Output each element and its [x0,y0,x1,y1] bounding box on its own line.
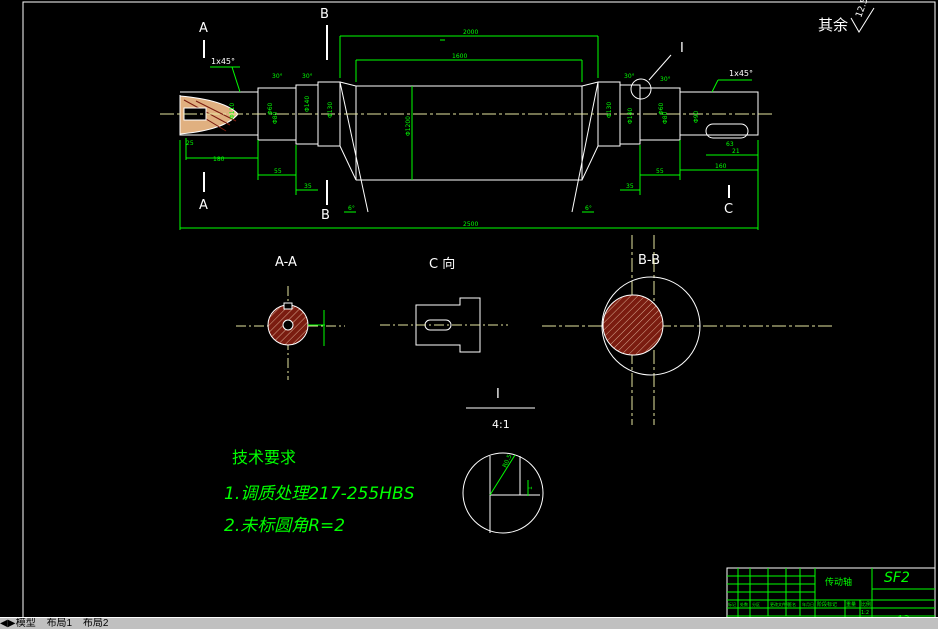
dim-left-2: 55 [274,168,282,175]
mark-i: I [680,41,684,56]
dim-left-3: 35 [304,183,312,190]
title-row-6: 年月日 [802,601,814,607]
section-aa-title: A-A [275,255,297,270]
title-scale: 比例 [861,601,871,608]
dim-journal-left: Φ80 [272,111,279,124]
detail-i: I 4:1 R0.5 1 [462,387,544,534]
dim-left-keyway: Φ90 [693,110,700,123]
tab-layout1[interactable]: 布局1 [46,618,73,629]
dim-right-1: 55 [656,168,664,175]
dim-seal-right: Φ140 [627,108,634,124]
view-c-title: C 向 [429,256,455,272]
mark-b-top: B [320,7,329,22]
detail-i-circle [630,78,652,100]
title-row-4: 更改文件号 [770,601,790,607]
detail-scale: 4:1 [492,418,510,431]
roughness-label: 其余 [818,16,848,34]
cut-lines [203,25,730,205]
title-row-2: 处数 [740,601,748,607]
mark-c: C [724,202,733,217]
angle-30-a: 30° [272,73,283,80]
view-c: C 向 [380,256,508,353]
dim-angle-right: 6° [585,205,592,212]
section-aa: A-A [236,255,345,380]
dim-left-small: 25 [186,140,194,147]
roughness-value: 12.5 [854,0,870,19]
detail-dim: 1 [527,486,534,490]
tab-model[interactable]: 模型 [15,618,36,629]
dimension-lines [179,35,759,230]
chamfer-left: 1x45° [211,57,235,66]
angle-30-d: 30° [660,76,671,83]
angle-30-b: 30° [302,73,313,80]
mark-b-bottom: B [321,208,330,223]
dim-end: Φ110 [229,103,236,119]
dim-bearing-left: Φ130 [327,102,334,118]
section-marks: A A B B C I [199,7,733,223]
section-bb-title: B-B [638,253,660,268]
dim-bearing-right: Φ130 [606,102,613,118]
barrel-taper [339,81,599,213]
chamfer-notes: 1x45° 1x45° 30° 30° 30° 30° [211,57,753,83]
notes-item-2: 2.未标圆角R=2 [224,516,345,536]
dim-left-1: 180 [213,156,225,163]
dim-barrel: 2000 [463,29,478,36]
tab-nav-arrows[interactable]: ◀▶ [0,618,16,629]
technical-notes: 技术要求 1.调质处理217-255HBS 2.未标圆角R=2 [224,448,415,536]
dim-face: 1600 [452,53,467,60]
dim-shaft-left: Φ60 [267,102,274,115]
dimension-texts: 2500 2000 1600 Φ1200 Φ130 Φ130 Φ140 Φ140… [186,29,740,228]
section-bb: B-B [542,235,835,425]
title-scale-value: 1:2 [861,610,869,616]
drawing-frame [22,1,936,625]
title-drawing-no: SF2 [884,570,910,586]
title-stage: 阶段标记 [817,601,837,608]
detail-r: R0.5 [501,453,513,469]
roughness-note: 其余 12.5 [818,0,875,34]
mark-a-bottom: A [199,198,208,213]
title-weight: 重量 [846,601,856,608]
title-row-3: 分区 [752,601,760,607]
mark-a-top: A [199,21,208,36]
detail-title: I [496,387,500,402]
dim-overall: 2500 [463,221,478,228]
tab-layout2[interactable]: 布局2 [82,618,109,629]
angle-30-c: 30° [624,73,635,80]
right-keyway [705,123,749,139]
dim-seal-left: Φ140 [304,96,311,112]
chamfer-right: 1x45° [729,69,753,78]
dim-journal-right: Φ80 [662,111,669,124]
notes-heading: 技术要求 [232,448,296,467]
dim-right-2: 35 [626,183,634,190]
dim-right-end: 160 [715,163,727,170]
title-row-1: 标记 [728,601,736,607]
title-part-name: 传动轴 [825,576,852,588]
dim-barrel-dia: Φ1200 [405,116,412,136]
notes-item-1: 1.调质处理217-255HBS [224,484,415,504]
dim-right-small: 21 [732,148,740,155]
layout-tabbar: ◀▶ 模型 布局1 布局2 [0,617,938,629]
dim-angle-left: 6° [348,205,355,212]
dim-shaft-right: Φ60 [658,102,665,115]
shaft-outline [179,81,759,181]
dim-right-key: 63 [726,141,734,148]
title-row-5: 签名 [788,601,796,607]
